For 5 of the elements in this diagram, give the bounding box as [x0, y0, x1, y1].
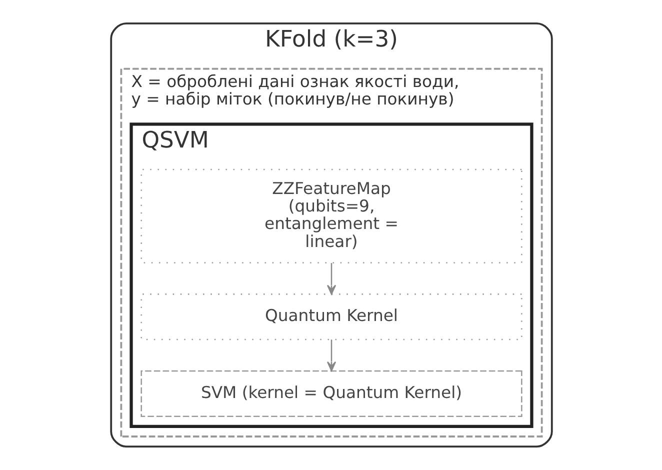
node-box: SVM (kernel = Quantum Kernel)	[140, 370, 522, 417]
node-box: Quantum Kernel	[140, 294, 522, 340]
node-box: ZZFeatureMap (qubits=9, entanglement = linear)	[140, 168, 522, 264]
arrow	[326, 340, 336, 372]
arrow	[326, 263, 336, 295]
